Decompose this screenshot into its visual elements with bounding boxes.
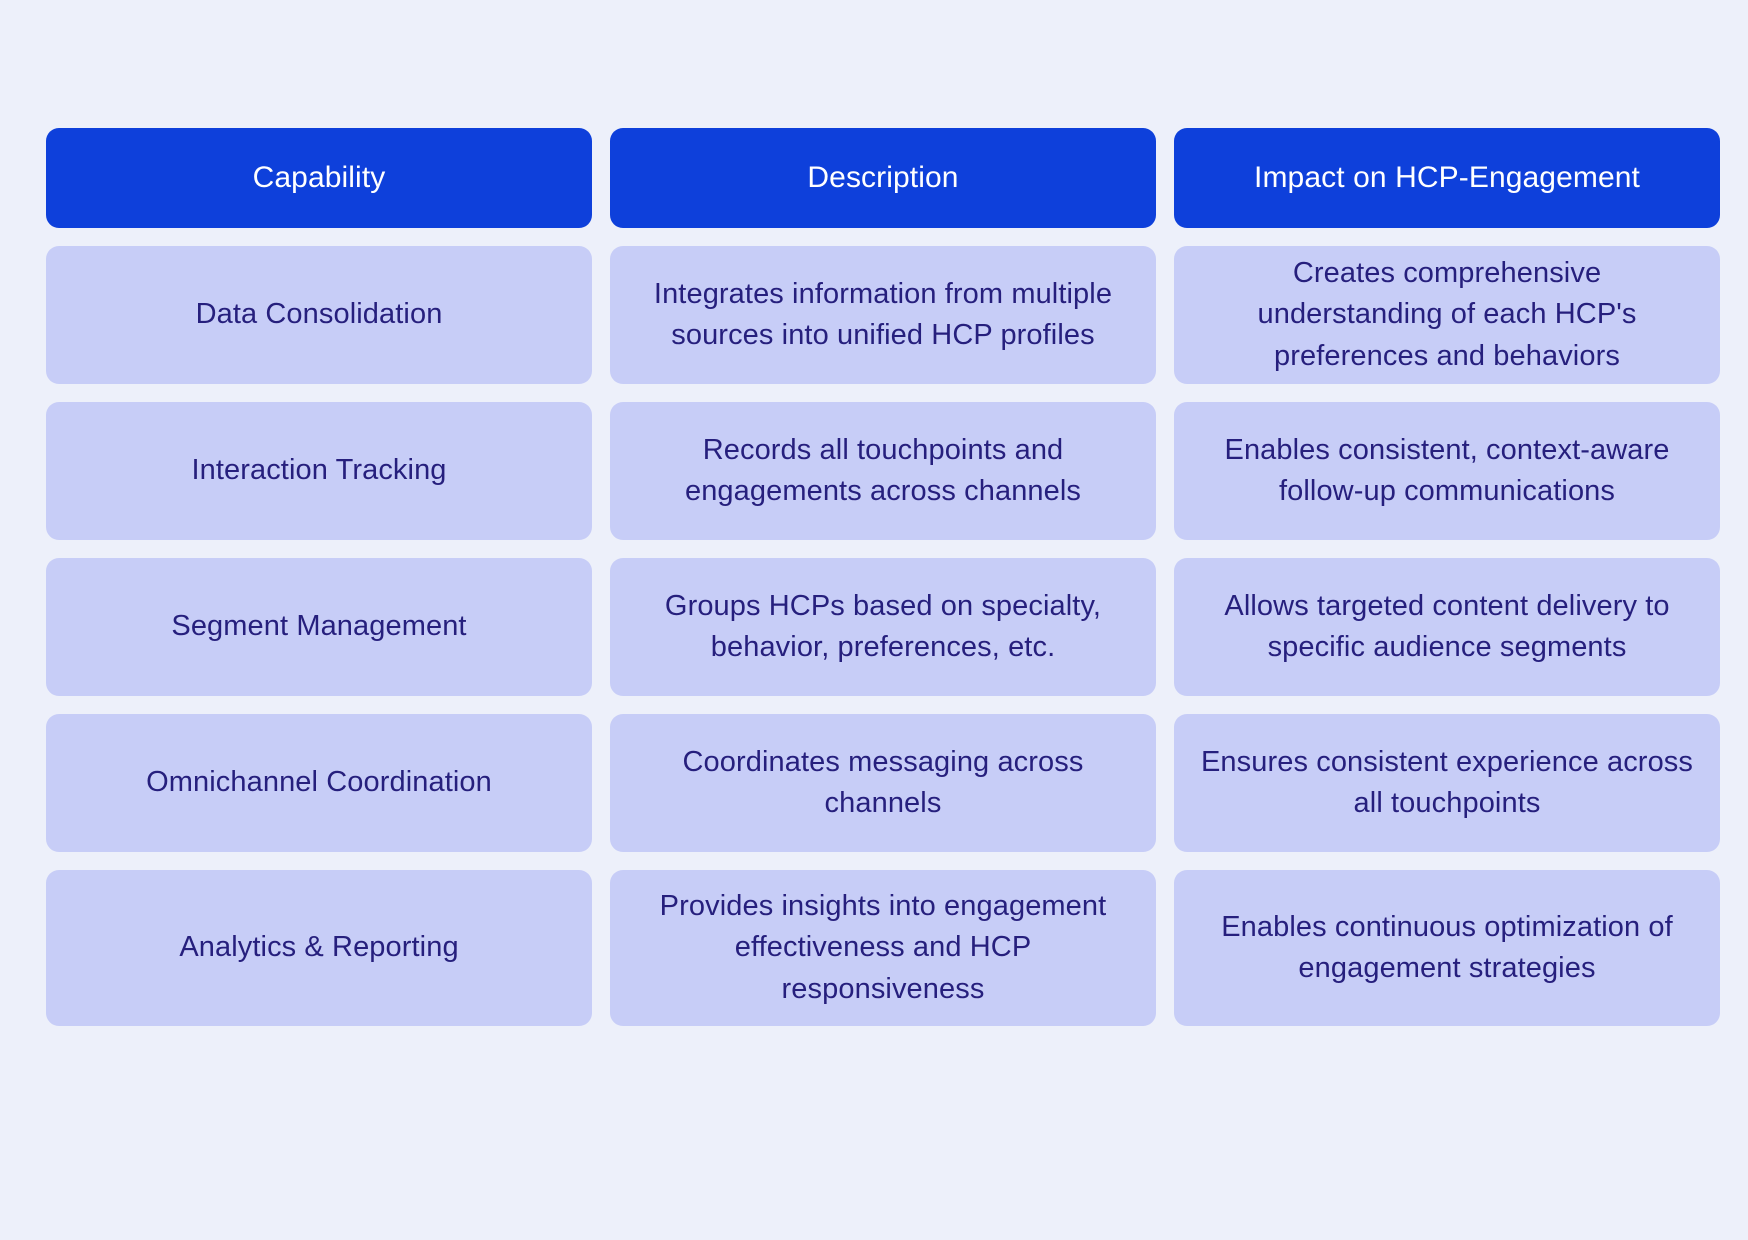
table-row: Segment Management Groups HCPs based on … [46, 558, 1720, 696]
capabilities-table: Capability Description Impact on HCP-Eng… [46, 128, 1720, 1026]
cell-impact: Ensures consistent experience across all… [1174, 714, 1720, 852]
cell-capability-text: Analytics & Reporting [179, 931, 459, 964]
column-header-capability: Capability [46, 128, 592, 228]
cell-capability: Data Consolidation [46, 246, 592, 384]
cell-impact-text: Enables continuous optimization of engag… [1221, 910, 1673, 984]
cell-impact: Enables continuous optimization of engag… [1174, 870, 1720, 1026]
cell-capability-text: Segment Management [171, 610, 467, 643]
cell-impact-text: Ensures consistent experience across all… [1200, 745, 1693, 819]
cell-impact-text: Creates comprehensive understanding of e… [1257, 257, 1637, 372]
cell-capability-text: Omnichannel Coordination [146, 766, 492, 799]
cell-description-text: Integrates information from multiple sou… [653, 277, 1113, 351]
cell-description-text: Groups HCPs based on specialty, behavior… [664, 589, 1102, 663]
column-header-capability-label: Capability [252, 160, 386, 194]
table-header-row: Capability Description Impact on HCP-Eng… [46, 128, 1720, 228]
cell-description-text: Provides insights into engagement effect… [659, 890, 1107, 1005]
cell-capability: Segment Management [46, 558, 592, 696]
cell-impact: Enables consistent, context-aware follow… [1174, 402, 1720, 540]
table-row: Analytics & Reporting Provides insights … [46, 870, 1720, 1026]
cell-impact: Allows targeted content delivery to spec… [1174, 558, 1720, 696]
cell-impact-text: Allows targeted content delivery to spec… [1224, 589, 1670, 663]
cell-description: Provides insights into engagement effect… [610, 870, 1156, 1026]
cell-description: Records all touchpoints and engagements … [610, 402, 1156, 540]
column-header-impact: Impact on HCP-Engagement [1174, 128, 1720, 228]
column-header-description: Description [610, 128, 1156, 228]
cell-capability: Interaction Tracking [46, 402, 592, 540]
cell-capability-text: Data Consolidation [195, 298, 443, 331]
table-row: Interaction Tracking Records all touchpo… [46, 402, 1720, 540]
cell-capability: Omnichannel Coordination [46, 714, 592, 852]
cell-description-text: Coordinates messaging across channels [682, 745, 1084, 819]
column-header-impact-label: Impact on HCP-Engagement [1254, 160, 1640, 194]
cell-description-text: Records all touchpoints and engagements … [684, 433, 1082, 507]
cell-description: Coordinates messaging across channels [610, 714, 1156, 852]
cell-capability-text: Interaction Tracking [191, 454, 447, 487]
cell-impact: Creates comprehensive understanding of e… [1174, 246, 1720, 384]
table-row: Data Consolidation Integrates informatio… [46, 246, 1720, 384]
cell-description: Integrates information from multiple sou… [610, 246, 1156, 384]
cell-description: Groups HCPs based on specialty, behavior… [610, 558, 1156, 696]
cell-capability: Analytics & Reporting [46, 870, 592, 1026]
column-header-description-label: Description [807, 160, 959, 194]
table-row: Omnichannel Coordination Coordinates mes… [46, 714, 1720, 852]
cell-impact-text: Enables consistent, context-aware follow… [1224, 433, 1670, 507]
